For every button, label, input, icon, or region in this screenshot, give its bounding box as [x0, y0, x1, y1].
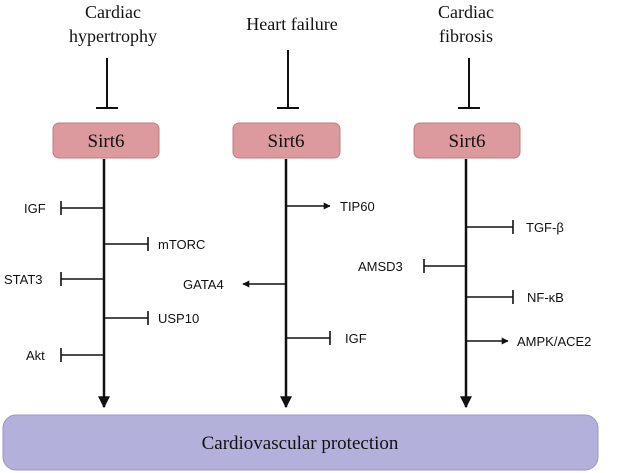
target-stat3: STAT3	[4, 272, 43, 287]
target-mtorc: mTORC	[158, 237, 205, 252]
sirt6-node	[413, 122, 521, 159]
target-akt: Akt	[26, 348, 45, 363]
sirt6-label: Sirt6	[268, 131, 305, 152]
condition-label-line-1: Heart failure	[246, 14, 337, 34]
sirt6-label: Sirt6	[88, 131, 125, 152]
target-usp10: USP10	[158, 311, 199, 326]
target-tgf-beta: TGF-β	[526, 220, 564, 235]
target-nf-kb: NF-κB	[527, 290, 564, 305]
outcome-label: Cardiovascular protection	[202, 433, 399, 454]
target-igf: IGF	[345, 331, 367, 346]
target-ampk-ace2: AMPK/ACE2	[517, 334, 591, 349]
target-igf: IGF	[24, 201, 46, 216]
sirt6-node	[232, 122, 341, 159]
target-amsd3: AMSD3	[358, 259, 403, 274]
sirt6-node	[52, 122, 160, 159]
column-cardiac-fibrosis: Cardiac fibrosis Sirt6 TGF-β AMSD3 NF-κB…	[358, 2, 591, 409]
outcome-box: Cardiovascular protection	[2, 414, 599, 471]
target-tip60: TIP60	[340, 199, 375, 214]
cardiovascular-protection-box	[2, 414, 599, 471]
column-heart-failure: Heart failure Sirt6 TIP60 GATA4 IGF	[183, 14, 375, 409]
condition-label-line-1: Cardiac	[438, 2, 494, 22]
column-cardiac-hypertrophy: Cardiac hypertrophy Sirt6 IGF mTORC STAT…	[4, 2, 205, 409]
condition-label-line-1: Cardiac	[85, 2, 141, 22]
condition-label-line-2: fibrosis	[439, 26, 493, 46]
target-gata4: GATA4	[183, 277, 224, 292]
sirt6-label: Sirt6	[449, 131, 486, 152]
condition-label-line-2: hypertrophy	[69, 26, 157, 46]
